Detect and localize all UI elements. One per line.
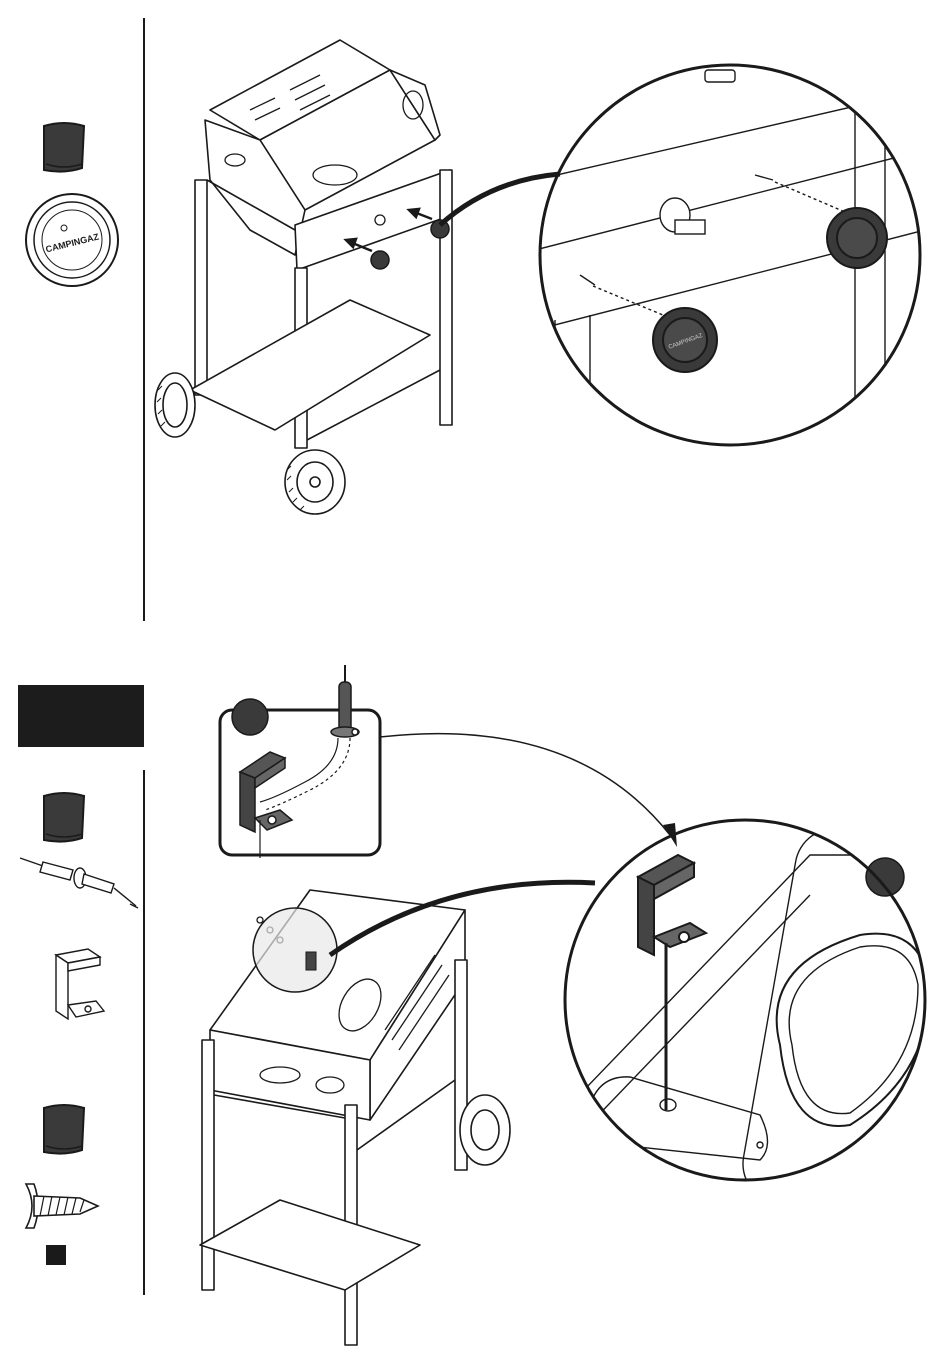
igniter-electrode-icon [18, 848, 142, 912]
zoom-detail-bottom [560, 815, 930, 1185]
step-number-block [18, 685, 144, 747]
glove-icon [36, 790, 92, 848]
glove-icon [36, 1102, 92, 1160]
parts-column-divider-bottom [143, 770, 145, 1295]
electrode-inset-detail [210, 660, 385, 860]
zoom-detail-top: CAMPINGAZ [535, 60, 925, 450]
barbecue-assembly-top [150, 30, 480, 530]
parts-column-divider-top [143, 18, 145, 621]
screw-icon [20, 1178, 104, 1234]
quantity-square-icon [46, 1245, 66, 1265]
glove-icon [36, 120, 92, 178]
control-knob-icon: CAMPINGAZ [22, 190, 122, 290]
electrode-bracket-icon [48, 945, 108, 1031]
